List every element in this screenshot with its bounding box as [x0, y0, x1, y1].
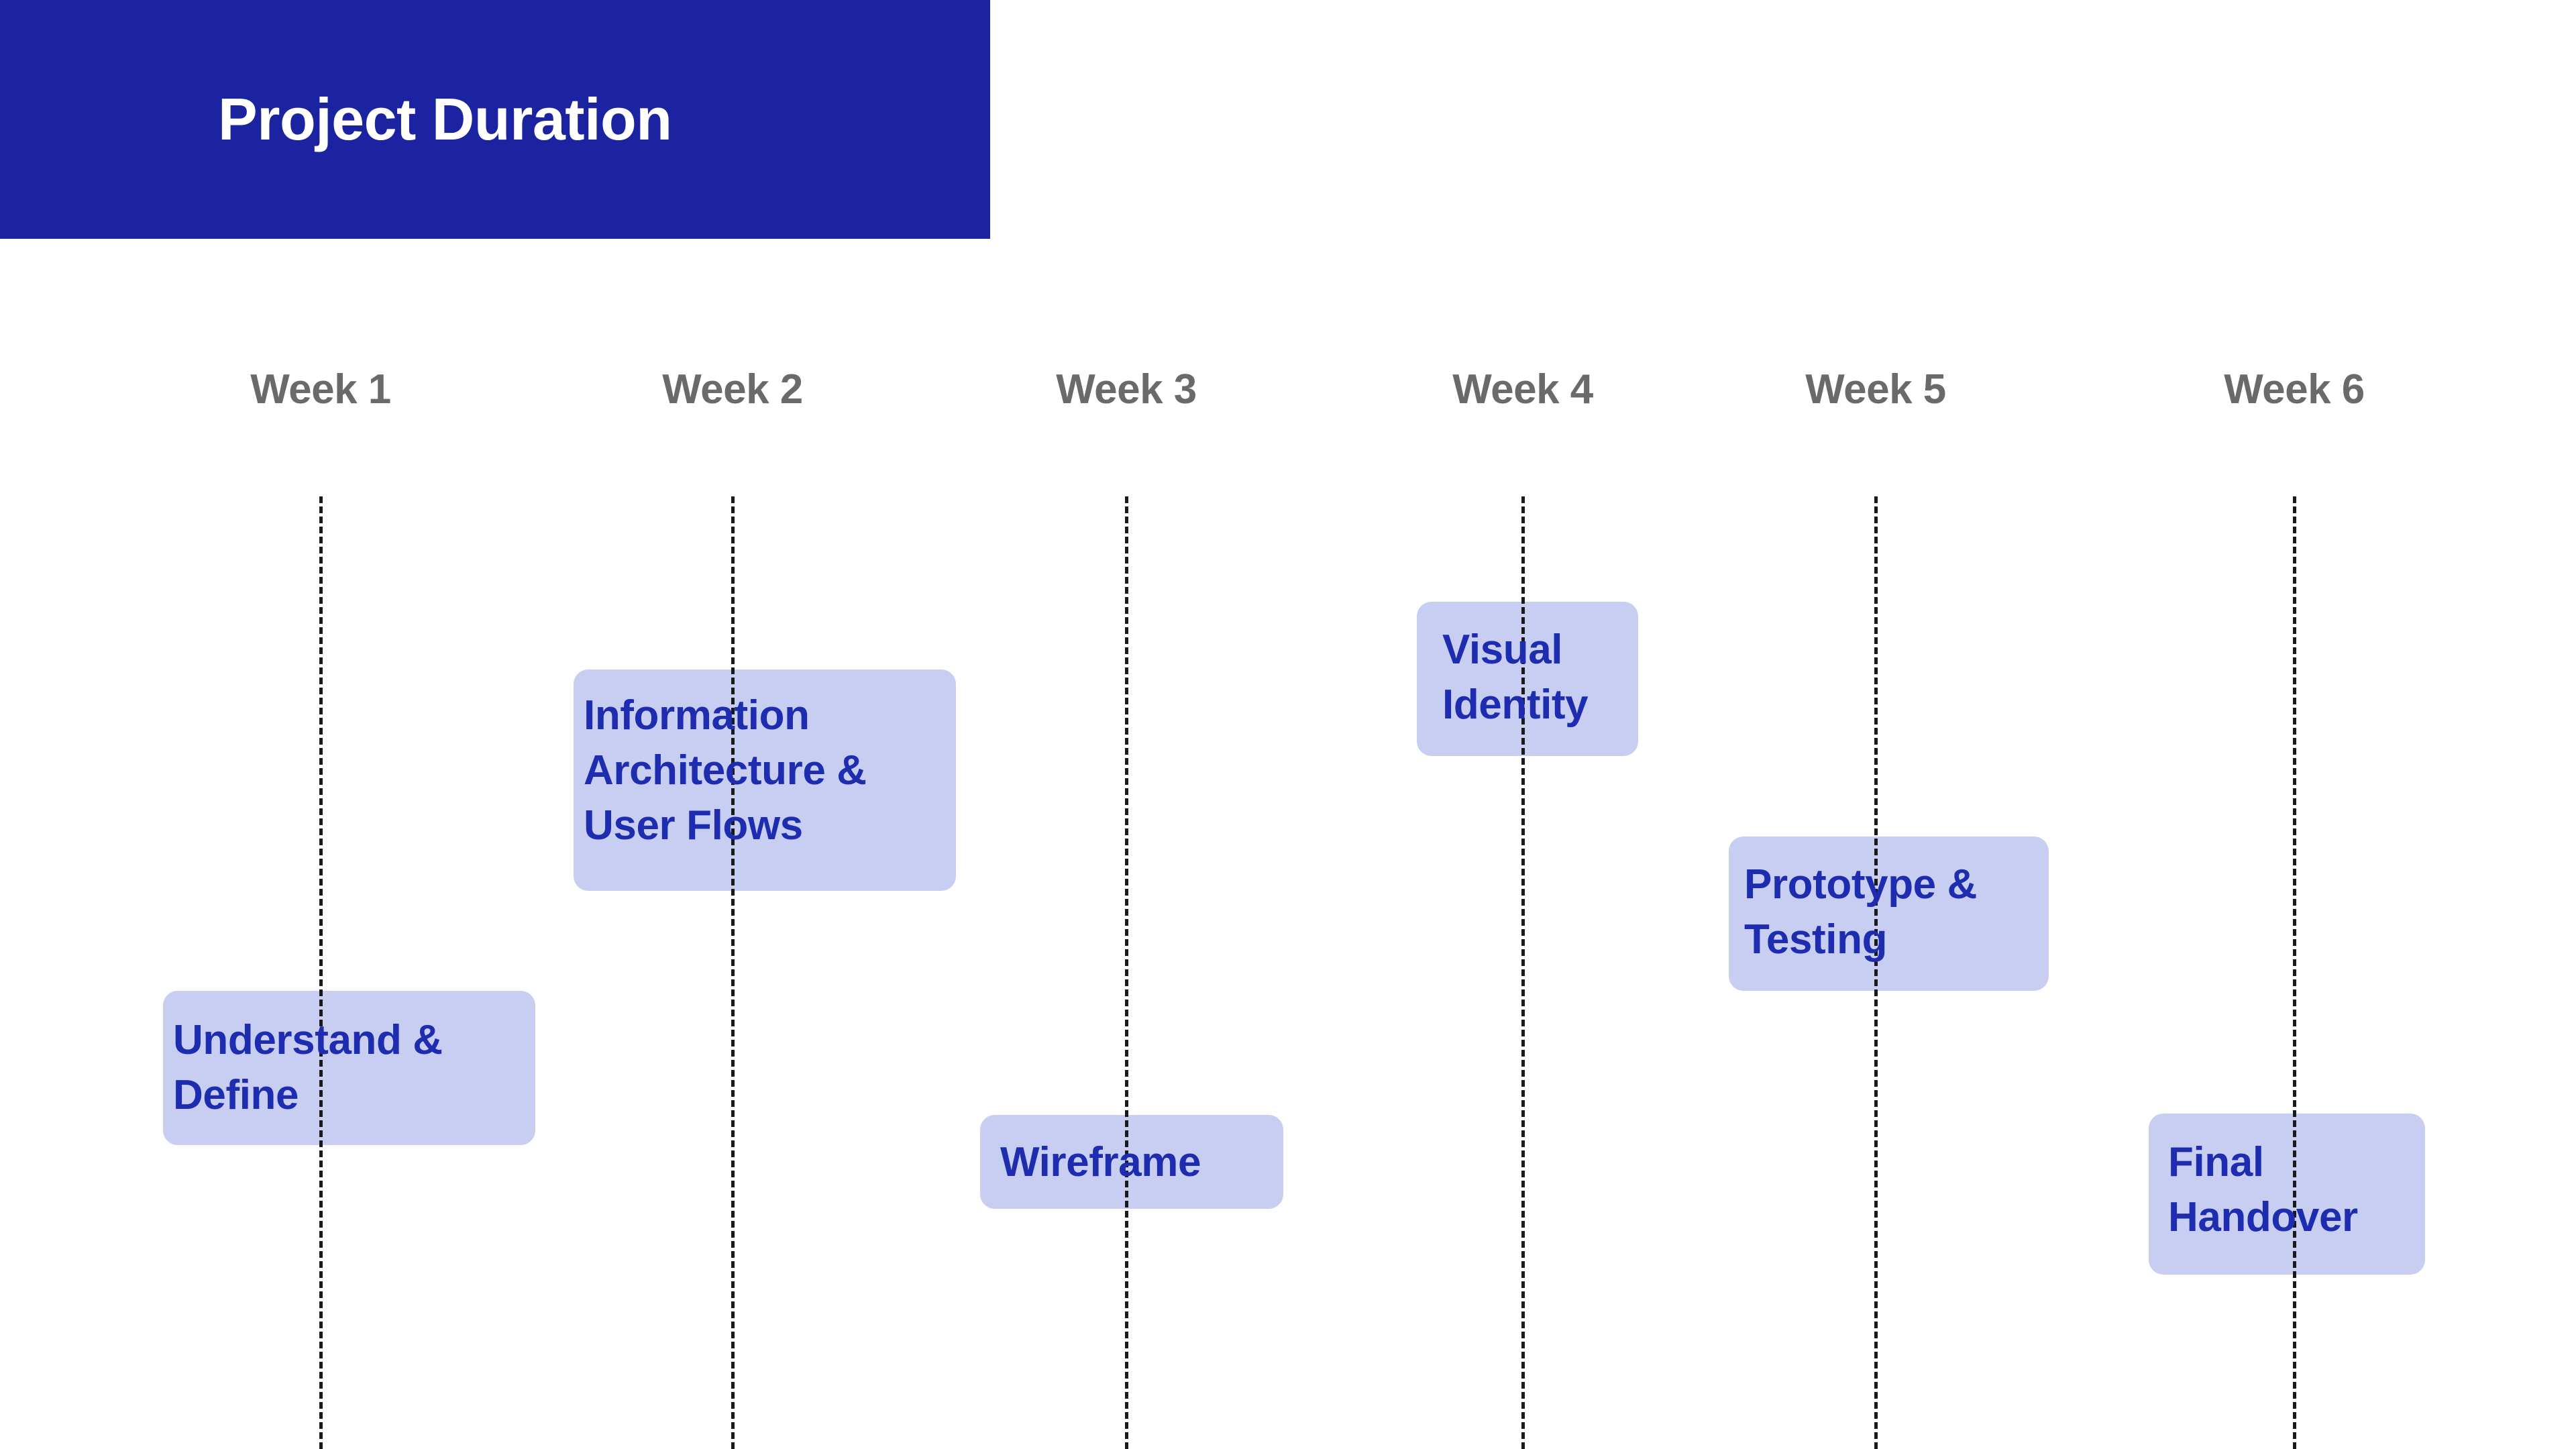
task-card-wireframe[interactable] — [980, 1115, 1283, 1209]
task-card-final-handover[interactable] — [2149, 1114, 2425, 1275]
week-guide-line-1 — [319, 496, 323, 1449]
week-label-5: Week 5 — [1805, 366, 1946, 413]
week-guide-line-2 — [731, 496, 735, 1449]
week-label-1: Week 1 — [250, 366, 391, 413]
task-label-information-architecture-user-flows: Information Architecture & User Flows — [584, 692, 867, 849]
task-label-wireframe: Wireframe — [1000, 1139, 1201, 1185]
week-guide-line-6 — [2293, 496, 2296, 1449]
task-card-information-architecture-user-flows[interactable] — [574, 669, 956, 891]
task-label-prototype-testing: Prototype & Testing — [1744, 861, 1977, 963]
page-title: Project Duration — [218, 85, 672, 152]
task-card-visual-identity[interactable] — [1417, 602, 1638, 756]
task-card-understand-define[interactable] — [163, 991, 535, 1145]
week-label-3: Week 3 — [1056, 366, 1197, 413]
week-guide-line-4 — [1521, 496, 1525, 1449]
week-guide-line-3 — [1125, 496, 1128, 1449]
task-label-visual-identity: Visual Identity — [1442, 627, 1589, 728]
week-label-4: Week 4 — [1452, 366, 1593, 413]
header-banner: Project Duration — [0, 0, 990, 239]
task-label-final-handover: Final Handover — [2168, 1139, 2358, 1240]
week-guide-line-5 — [1874, 496, 1878, 1449]
week-label-2: Week 2 — [662, 366, 803, 413]
week-label-6: Week 6 — [2224, 366, 2365, 413]
task-card-prototype-testing[interactable] — [1729, 837, 2049, 991]
task-label-understand-define: Understand & Define — [173, 1017, 443, 1118]
